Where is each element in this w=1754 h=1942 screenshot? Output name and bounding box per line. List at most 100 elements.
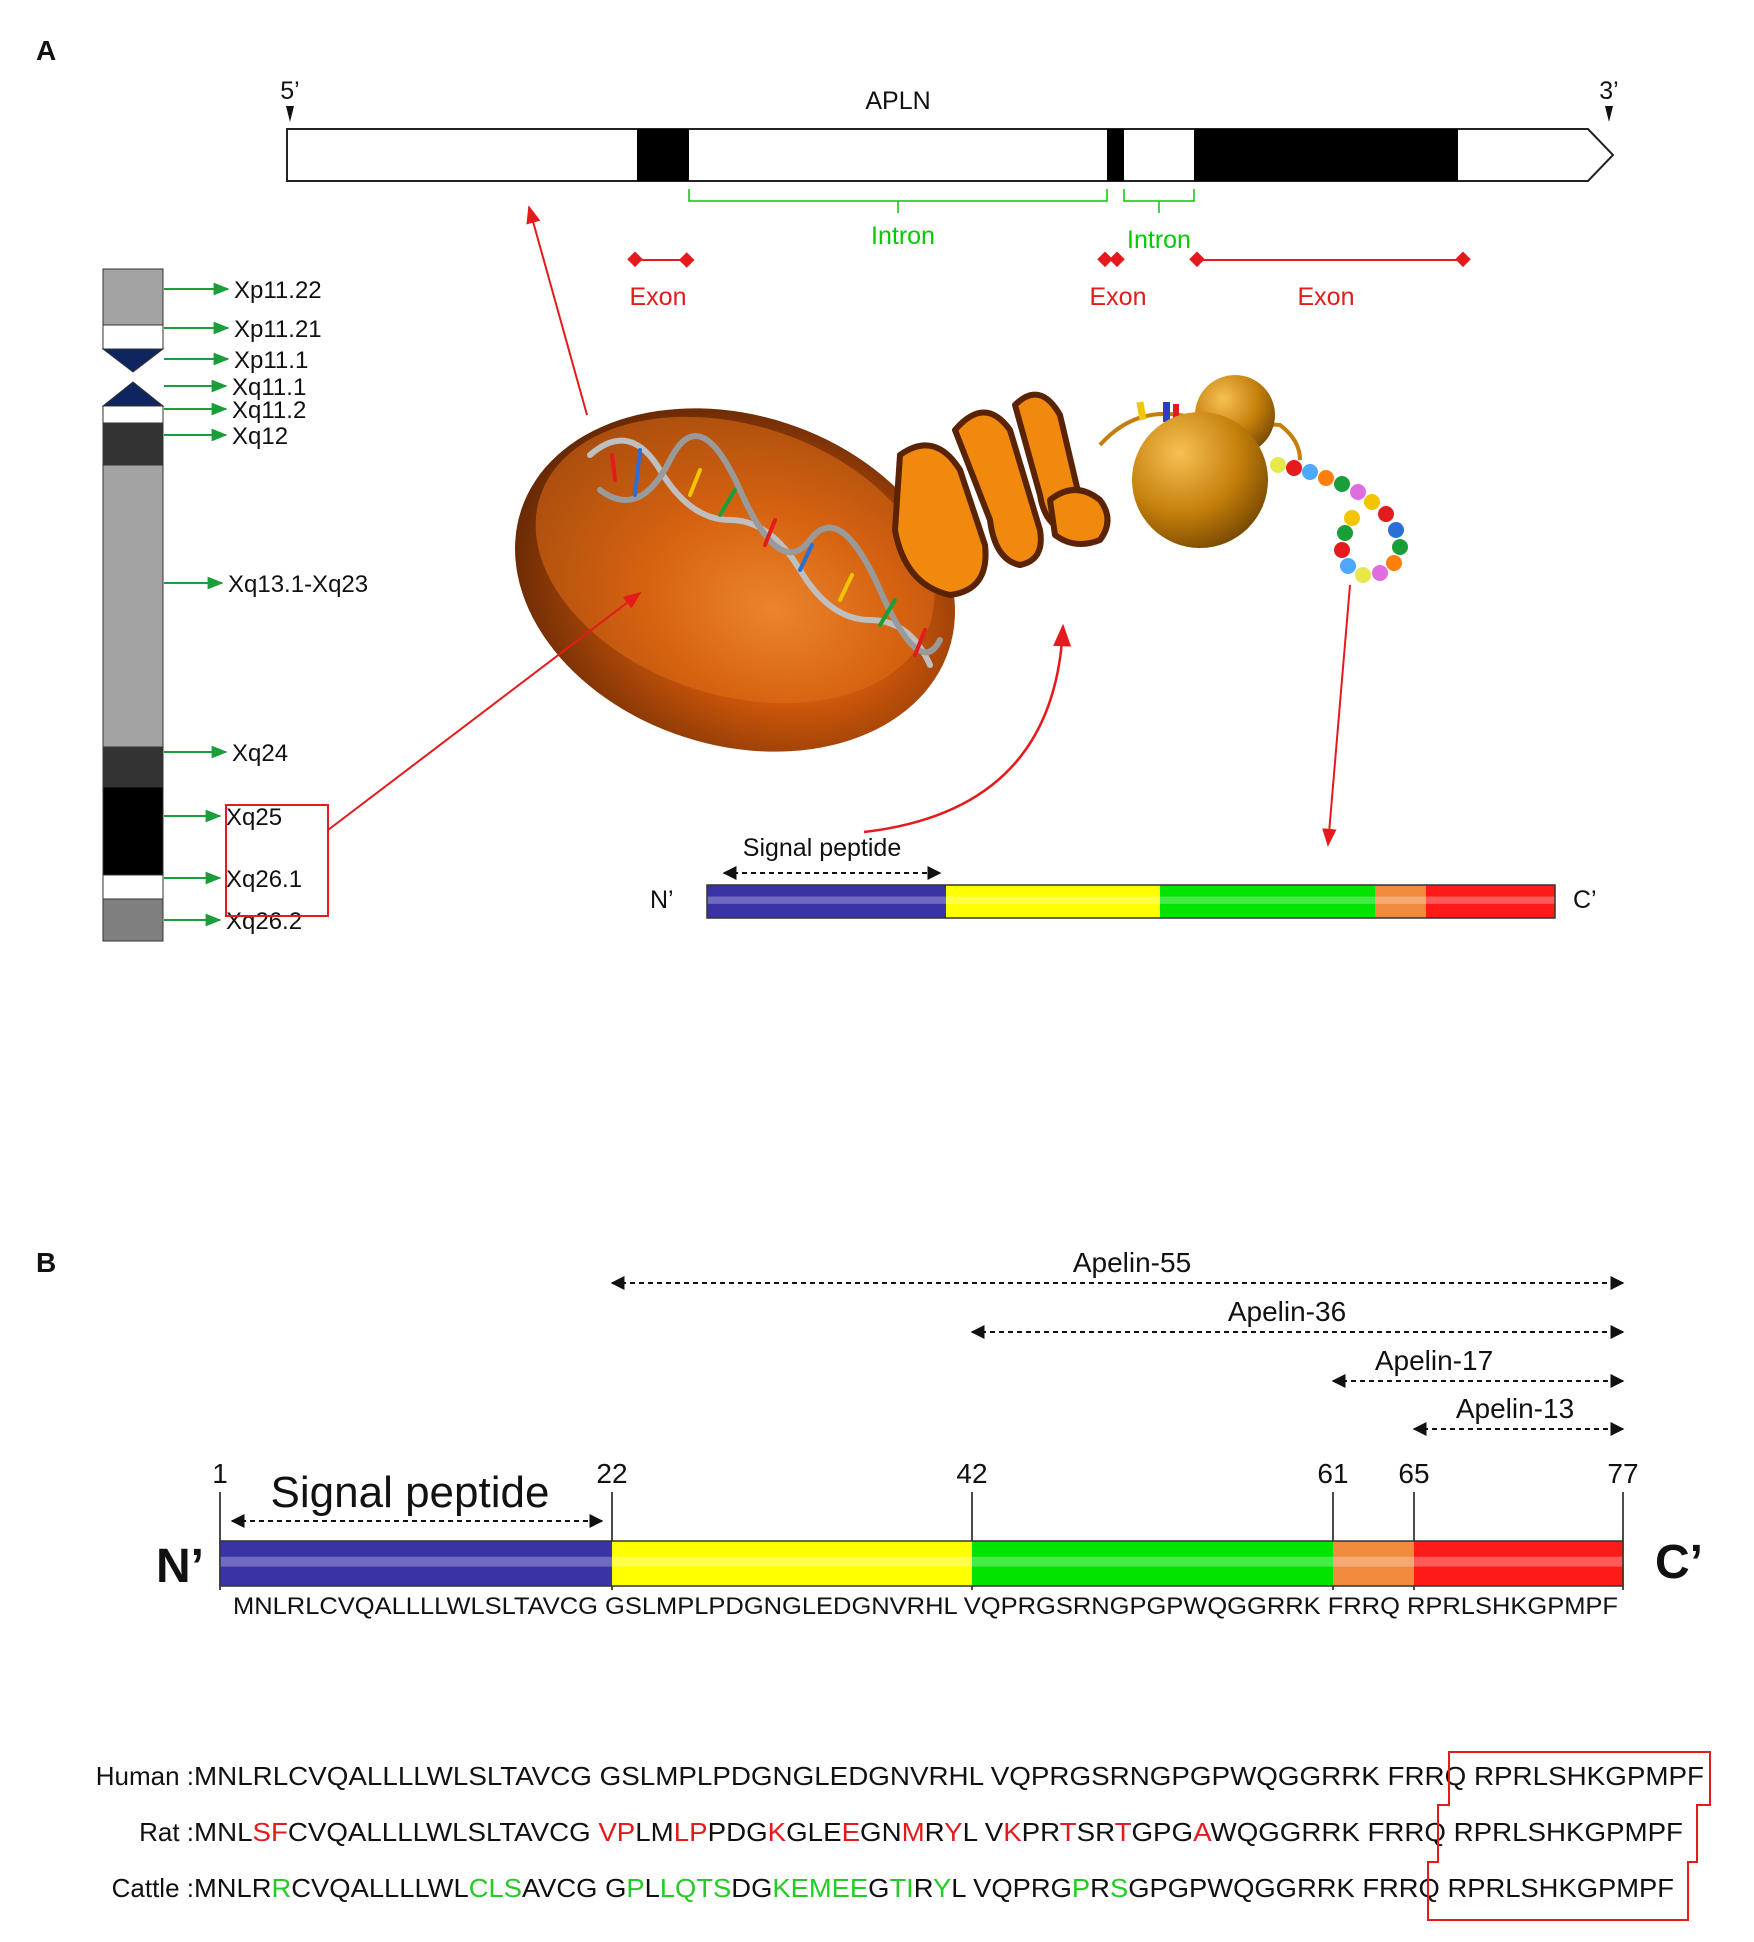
residue-run: Y — [933, 1873, 951, 1903]
arrow-chain-to-peptide — [1322, 584, 1351, 847]
bar-outline — [219, 1540, 1624, 1587]
residue-run: LP — [674, 1817, 708, 1847]
residue-run: SF — [252, 1817, 287, 1847]
bar-outline — [706, 884, 1556, 919]
residue-run: E — [842, 1817, 860, 1847]
peptide-a-c-label: C’ — [1573, 886, 1597, 914]
position-label: 65 — [1398, 1458, 1429, 1489]
sequence-segment: FRRQ — [1328, 1593, 1407, 1620]
residue-run: L V — [963, 1817, 1004, 1847]
residue-run: CVQALLLLWLSLTAVCG — [288, 1817, 598, 1847]
exon-range-3 — [1189, 251, 1471, 268]
peptide-segment — [707, 885, 946, 918]
peptide-b-bar — [219, 1540, 1624, 1587]
residue-run: L VQPRG — [951, 1873, 1072, 1903]
fragment-label: Apelin-17 — [1375, 1345, 1493, 1376]
species-label: Cattle : — [112, 1873, 194, 1903]
residue-run: DG — [731, 1873, 772, 1903]
peptide-segment — [1333, 1541, 1414, 1586]
residue-run: L — [645, 1873, 660, 1903]
peptide-segment — [972, 1541, 1333, 1586]
exon-label-3: Exon — [1298, 283, 1355, 311]
species-alignment: Human : MNLRLCVQALLLLWLSLTAVCG GSLMPLPDG… — [96, 1761, 1704, 1903]
residue-run: S — [1110, 1873, 1128, 1903]
band-label: Xq25 — [226, 804, 282, 831]
segment-sheen — [972, 1556, 1333, 1567]
fragment-label: Apelin-13 — [1456, 1393, 1574, 1424]
position-label: 22 — [596, 1458, 627, 1489]
residue-run: R — [925, 1817, 945, 1847]
peptide-b-n-label: N’ — [156, 1540, 204, 1593]
exon-range-1 — [627, 251, 695, 268]
peptide-segment — [1375, 885, 1426, 918]
residue-run: AVCG G — [522, 1873, 626, 1903]
position-label: 61 — [1317, 1458, 1348, 1489]
position-label: 42 — [956, 1458, 987, 1489]
residue-run: G — [868, 1873, 889, 1903]
peptide-a-bar — [706, 884, 1556, 919]
panel-a-label: A — [36, 35, 56, 66]
species-label: Human : — [96, 1761, 194, 1791]
five-prime-label: 5’ — [280, 77, 299, 105]
peptide-b-c-label: C’ — [1655, 1536, 1703, 1589]
panel-b-label: B — [36, 1247, 56, 1278]
band-label: Xq26.2 — [226, 908, 302, 935]
peptide-b-sequence-text: MNLRLCVQALLLLWLSLTAVCG GSLMPLPDGNGLEDGNV… — [233, 1593, 1618, 1620]
segment-sheen — [1426, 896, 1555, 904]
chromosome-x-ideogram — [101, 268, 165, 942]
residue-run: R — [914, 1873, 933, 1903]
residue-run: T — [1060, 1817, 1077, 1847]
peptide-segment — [220, 1541, 612, 1586]
amino-acid-chain — [1270, 457, 1408, 583]
residue-run: TI — [889, 1873, 913, 1903]
residue-run: R — [1090, 1873, 1110, 1903]
exon-label-1: Exon — [630, 283, 687, 311]
residue-run: SR — [1077, 1817, 1115, 1847]
band-label: Xq13.1-Xq23 — [228, 571, 368, 598]
segment-sheen — [1333, 1556, 1414, 1567]
conserved-apelin-13-box — [1427, 1751, 1711, 1921]
segment-sheen — [1160, 896, 1375, 904]
sequence-segment: VQPRGSRNGPGPWQGGRRK — [964, 1593, 1328, 1620]
position-label: 77 — [1607, 1458, 1638, 1489]
intron-label-2: Intron — [1127, 226, 1191, 254]
peptide-segment — [946, 885, 1160, 918]
gene-structure: APLN 5’ 3’ Intron Intron Exon Exon Exon — [280, 77, 1618, 311]
aligned-sequence: MNLRLCVQALLLLWLSLTAVCG GSLMPLPDGNGLEDGNV… — [194, 1761, 1704, 1791]
residue-run: Y — [944, 1817, 962, 1847]
residue-run: VP — [598, 1817, 635, 1847]
band-label: Xq26.1 — [226, 866, 302, 893]
sequence-segment: GSLMPLPDGNGLEDGNVRHL — [605, 1593, 964, 1620]
peptide-segment — [612, 1541, 972, 1586]
fragment-label: Apelin-36 — [1228, 1296, 1346, 1327]
residue-run: T — [1115, 1817, 1132, 1847]
segment-sheen — [1414, 1556, 1623, 1567]
golgi-apparatus — [892, 391, 1111, 598]
segment-sheen — [946, 896, 1160, 904]
residue-run: LM — [635, 1817, 673, 1847]
exon-label-2: Exon — [1090, 283, 1147, 311]
residue-run: MNL — [194, 1817, 252, 1847]
residue-run: CLS — [469, 1873, 522, 1903]
residue-run: P — [1072, 1873, 1090, 1903]
peptide-b-signal-label: Signal peptide — [271, 1468, 550, 1517]
sequence-segment: RPRLSHKGPMPF — [1407, 1593, 1618, 1620]
band-label: Xq11.1 — [232, 374, 306, 401]
segment-sheen — [1375, 896, 1426, 904]
band-label: Xq24 — [232, 740, 288, 767]
peptide-a-signal-label: Signal peptide — [743, 834, 901, 862]
sequence-segment: MNLRLCVQALLLLWLSLTAVCG — [233, 1593, 605, 1620]
residue-run: PR — [1022, 1817, 1060, 1847]
residue-run: LQTS — [660, 1873, 731, 1903]
three-prime-pointer — [1605, 106, 1613, 122]
dna-double-helix — [587, 433, 943, 668]
fragment-label: Apelin-55 — [1073, 1247, 1191, 1278]
band-label: Xq11.2 — [232, 397, 306, 424]
exon-block-1 — [637, 129, 689, 181]
residue-run: GN — [860, 1817, 902, 1847]
